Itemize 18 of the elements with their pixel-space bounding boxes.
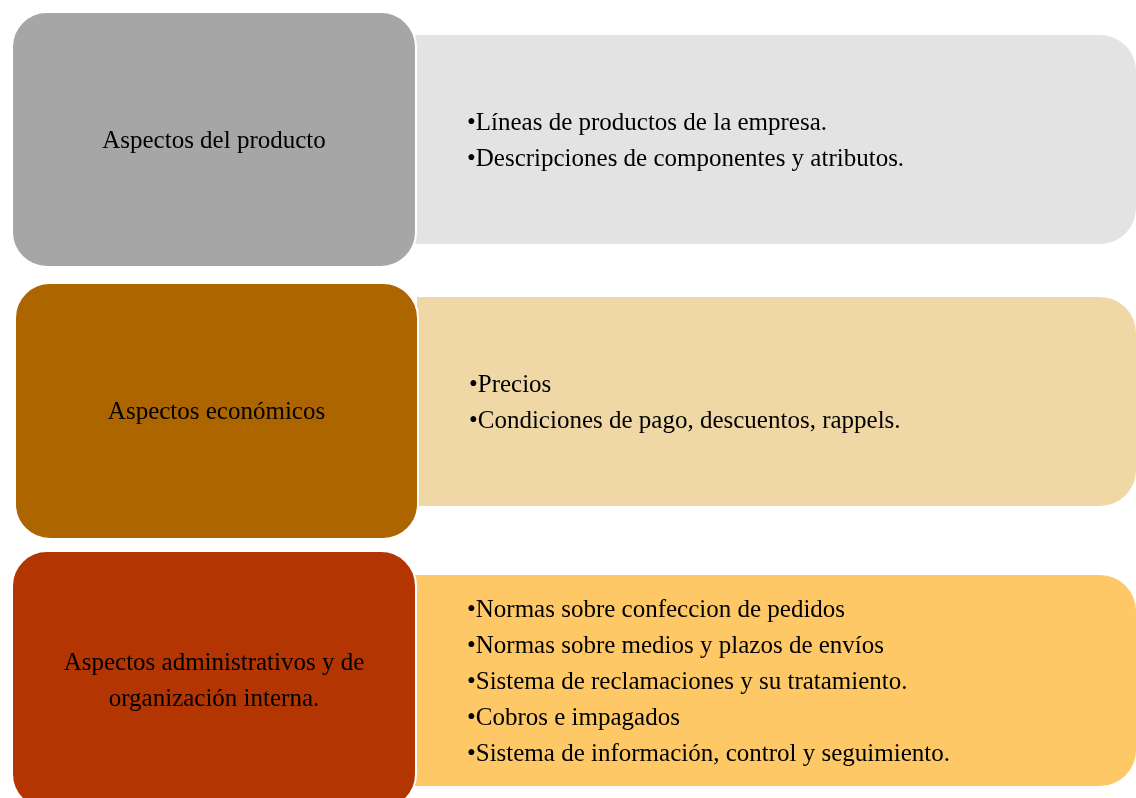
detail-panel — [415, 35, 1136, 244]
category-title: Aspectos administrativos y de organización interna. — [62, 647, 366, 713]
detail-panel — [415, 575, 1136, 786]
detail-panel — [417, 297, 1136, 506]
bullet-item: •Sistema de reclamaciones y su tratamiento. — [467, 665, 908, 696]
category-box — [11, 550, 417, 798]
category-title: Aspectos económicos — [107, 396, 326, 426]
category-title: Aspectos del producto — [102, 124, 326, 155]
bullet-item: •Normas sobre medios y plazos de envíos — [467, 629, 884, 660]
bullet-item: •Líneas de productos de la empresa. — [467, 106, 827, 137]
bullet-item: •Precios — [469, 368, 552, 399]
bullet-item: •Cobros e impagados — [467, 701, 680, 732]
bullet-item: •Descripciones de componentes y atributos. — [467, 142, 905, 173]
category-box — [14, 282, 419, 540]
category-box — [11, 11, 417, 268]
bullet-item: •Condiciones de pago, descuentos, rappels. — [469, 404, 901, 435]
bullet-item: •Normas sobre confeccion de pedidos — [467, 593, 846, 624]
bullet-item: •Sistema de información, control y seguimiento. — [467, 737, 950, 768]
